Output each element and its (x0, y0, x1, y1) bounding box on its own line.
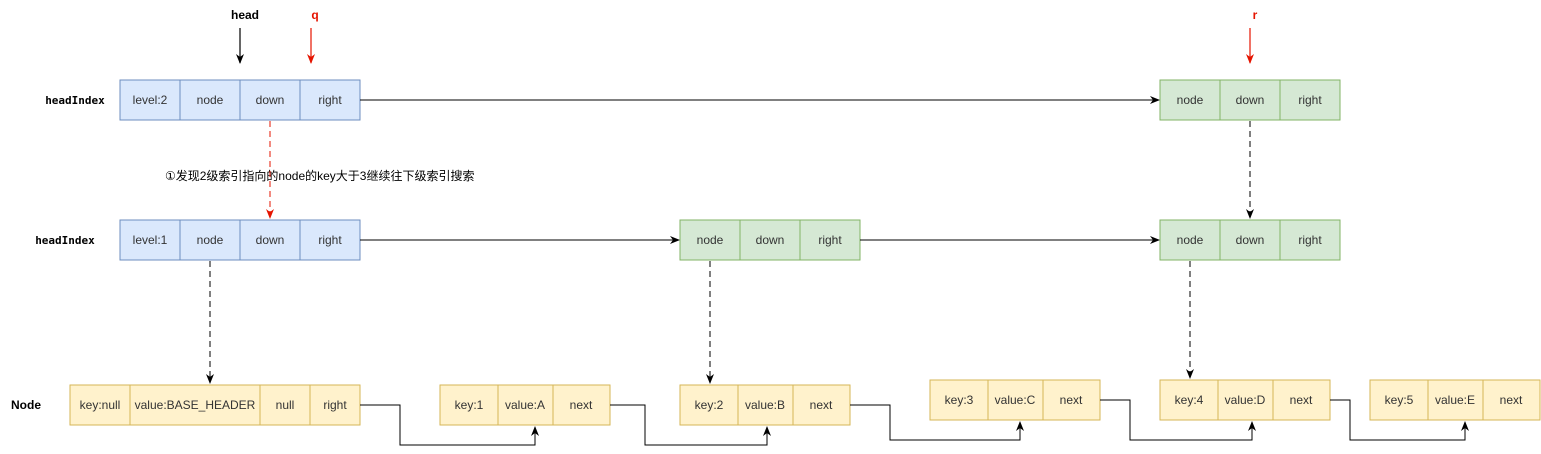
row-label-headindex-level2: headIndex (45, 94, 105, 107)
pointer-r-label: r (1253, 8, 1258, 22)
next-link-3-to-4 (1100, 399, 1256, 441)
row-label-node: Node (11, 398, 41, 412)
pointer-q-label: q (311, 8, 318, 22)
level1-index-d: node down right (1159, 219, 1341, 261)
level2-head-index-level: level:2 (133, 93, 168, 107)
next-link-2-to-3 (850, 404, 1024, 441)
next-link-4-to-5 (1330, 399, 1469, 441)
node-1-value: value:A (505, 398, 545, 412)
level1-head-index-node: node (197, 233, 224, 247)
level2-head-index-down: down (256, 93, 285, 107)
node-4-next: next (1290, 393, 1313, 407)
node-3-next: next (1060, 393, 1083, 407)
level1-index-b-node: node (697, 233, 724, 247)
level1-index-d-down: down (1236, 233, 1265, 247)
node-5-key: key:5 (1385, 393, 1414, 407)
level1-index-d-node: node (1177, 233, 1204, 247)
node-header-key: key:null (80, 398, 121, 412)
node-3-value: value:C (995, 393, 1036, 407)
level1-head-index-right: right (318, 233, 342, 247)
node-2-next: next (810, 398, 833, 412)
row-label-headindex-level1: headIndex (35, 234, 95, 247)
next-link-header-to-1 (360, 404, 539, 446)
level1-index-b: node down right (679, 219, 861, 261)
node-header: key:null value:BASE_HEADER null right (69, 384, 361, 426)
node-3: key:3 value:C next (929, 379, 1101, 421)
node-2-value: value:B (745, 398, 785, 412)
level1-index-b-right: right (818, 233, 842, 247)
level2-head-index: level:2 node down right (119, 79, 361, 121)
node-1-next: next (570, 398, 593, 412)
level2-head-index-right: right (318, 93, 342, 107)
node-1: key:1 value:A next (439, 384, 611, 426)
node-3-key: key:3 (945, 393, 974, 407)
node-2: key:2 value:B next (679, 384, 851, 426)
node-2-key: key:2 (695, 398, 724, 412)
level1-index-d-right: right (1298, 233, 1322, 247)
level2-index-r: node down right (1159, 79, 1341, 121)
level1-head-index-level: level:1 (133, 233, 168, 247)
level1-index-b-down: down (756, 233, 785, 247)
level1-head-index-down: down (256, 233, 285, 247)
level2-head-index-node: node (197, 93, 224, 107)
node-header-null: null (276, 398, 295, 412)
node-header-right: right (323, 398, 347, 412)
node-header-value: value:BASE_HEADER (135, 398, 256, 412)
node-4-value: value:D (1225, 393, 1266, 407)
node-4: key:4 value:D next (1159, 379, 1331, 421)
search-annotation: ①发现2级索引指向的node的key大于3继续往下级索引搜索 (165, 168, 474, 183)
level2-index-r-down: down (1236, 93, 1265, 107)
node-5-next: next (1500, 393, 1523, 407)
node-4-key: key:4 (1175, 393, 1204, 407)
level1-head-index: level:1 node down right (119, 219, 361, 261)
node-1-key: key:1 (455, 398, 484, 412)
pointer-head-label: head (231, 8, 259, 22)
node-5: key:5 value:E next (1369, 379, 1541, 421)
next-link-1-to-2 (610, 404, 771, 446)
node-5-value: value:E (1435, 393, 1475, 407)
level2-index-r-node: node (1177, 93, 1204, 107)
level2-index-r-right: right (1298, 93, 1322, 107)
